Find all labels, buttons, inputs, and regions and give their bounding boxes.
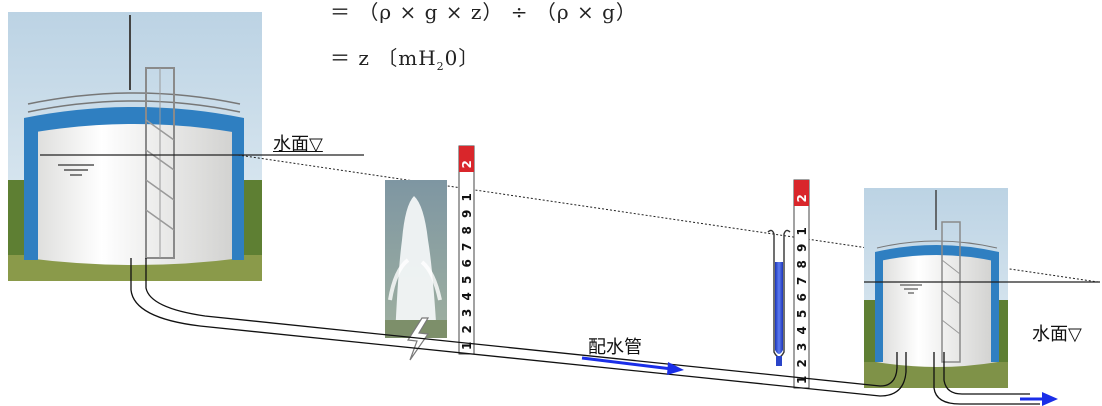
formula-subscript: 2 bbox=[436, 60, 445, 73]
water-level-symbol-icon bbox=[58, 164, 94, 176]
outflow-arrow-icon bbox=[1020, 392, 1058, 406]
gauge-2-digit: 9 bbox=[795, 244, 809, 252]
gauge-2-digit: 3 bbox=[795, 343, 809, 351]
gauge-2-digit: 1 bbox=[795, 227, 809, 235]
gauge-2-digit: 7 bbox=[795, 277, 809, 285]
gauge-1-digit: 6 bbox=[460, 259, 474, 267]
right-tank-photo bbox=[864, 188, 1008, 388]
gauge-1-digit: 5 bbox=[460, 276, 474, 284]
gauge-1-digit: 3 bbox=[460, 309, 474, 317]
gauge-2-digit: 1 bbox=[795, 376, 809, 384]
water-surface-label-right: 水面▽ bbox=[1032, 324, 1082, 345]
left-tank-photo bbox=[8, 12, 262, 281]
gauge-2-digit: 2 bbox=[795, 194, 809, 202]
water-surface-label-left: 水面▽ bbox=[273, 134, 323, 155]
gauge-1-digit: 4 bbox=[460, 292, 474, 300]
gauge-2-digit: 8 bbox=[795, 260, 809, 268]
formula-line-2: ＝ z 〔mH20〕 bbox=[330, 42, 479, 73]
formula-line-1: ＝ （ρ × g × z） ÷ （ρ × g） bbox=[330, 0, 637, 24]
manometer-tube bbox=[767, 229, 791, 366]
lightning-crack-icon bbox=[406, 317, 430, 361]
distribution-pipe-label: 配水管 bbox=[588, 337, 642, 358]
formula-line-2-suffix: 0〕 bbox=[444, 46, 480, 70]
gauge-2-digit: 5 bbox=[795, 310, 809, 318]
gauge-2-digit: 6 bbox=[795, 293, 809, 301]
right-water-level-symbol-icon bbox=[900, 284, 922, 294]
formula-line-2-prefix: ＝ z 〔mH bbox=[330, 46, 437, 70]
gauge-1-digit: 2 bbox=[460, 160, 474, 168]
gauge-2: 1 2 3 4 5 6 7 8 9 1 1 2 bbox=[793, 179, 810, 389]
gauge-1-digit: 1 bbox=[460, 342, 474, 350]
gauge-1-digit: 1 bbox=[460, 177, 474, 185]
gauge-2-digit: 4 bbox=[795, 326, 809, 334]
gauge-2-digit: 1 bbox=[795, 211, 809, 219]
gauge-1-digit: 7 bbox=[460, 243, 474, 251]
gauge-1: 1 2 3 4 5 6 7 8 9 1 1 2 bbox=[458, 145, 475, 355]
manometer-water-column bbox=[775, 262, 783, 354]
gauge-1-digit: 1 bbox=[460, 193, 474, 201]
gauge-1-digit: 8 bbox=[460, 226, 474, 234]
gauge-2-digit: 2 bbox=[795, 359, 809, 367]
left-tank-wall bbox=[26, 114, 242, 265]
gauge-1-digit: 9 bbox=[460, 210, 474, 218]
gauge-1-digit: 2 bbox=[460, 325, 474, 333]
flow-arrow-icon bbox=[581, 356, 684, 375]
distribution-pipe bbox=[130, 258, 1040, 405]
fountain-photo bbox=[385, 180, 447, 338]
